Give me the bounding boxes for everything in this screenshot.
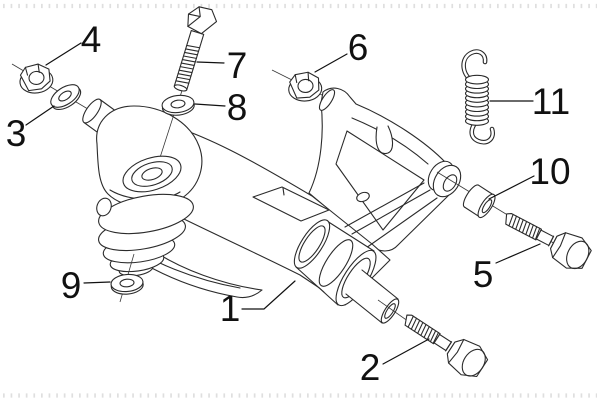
washer-9 [109, 272, 145, 297]
bracket-tab [252, 186, 330, 222]
hex-bolt-7 [173, 6, 218, 92]
eyelet-boss [427, 160, 462, 198]
swing-arm-assembly [82, 87, 561, 339]
leader-line-5 [495, 243, 541, 264]
mount-disc-stack [98, 193, 194, 277]
washer-3 [46, 79, 86, 115]
part-label-9: 9 [61, 265, 82, 306]
flange-nut-6 [287, 70, 324, 103]
frame-finger [375, 125, 394, 155]
extension-spring-11 [461, 49, 495, 145]
mount-bell [96, 105, 203, 208]
inner-tube [345, 269, 400, 324]
part-label-10: 10 [529, 151, 570, 192]
silentblock-bushing [293, 219, 377, 307]
leader-line-6 [314, 53, 348, 73]
mount-side-lug [96, 197, 112, 217]
part-label-7: 7 [227, 45, 248, 86]
leader-line-7 [196, 61, 225, 64]
part-label-4: 4 [81, 19, 102, 60]
engine-mount-damper [96, 105, 203, 277]
upper-stub-cap [318, 89, 336, 111]
spring-coils [464, 74, 490, 126]
leader-line-8 [194, 103, 226, 107]
part-label-2: 2 [360, 347, 381, 388]
part-label-6: 6 [348, 27, 369, 68]
part-label-8: 8 [227, 87, 248, 128]
strut-edges [344, 182, 438, 249]
leader-lines [25, 42, 541, 365]
washer-8 [160, 93, 196, 118]
part-labels: 1 2 3 4 5 6 7 8 9 10 11 [6, 19, 571, 388]
frame-neck-edge [351, 117, 429, 165]
arm-hole [356, 191, 370, 203]
flange-nut-4 [17, 61, 55, 96]
hex-bolt-5 [496, 201, 596, 276]
spacer-bushing-10 [462, 184, 496, 219]
leader-line-1 [241, 280, 296, 310]
part-label-1: 1 [220, 288, 241, 329]
leader-line-4 [45, 42, 82, 66]
mount-bearing [122, 155, 182, 193]
leader-line-3 [25, 105, 55, 126]
part-label-3: 3 [6, 113, 27, 154]
leader-line-10 [488, 175, 535, 200]
part-label-5: 5 [473, 254, 494, 295]
leader-line-2 [382, 338, 430, 365]
part-label-11: 11 [532, 81, 570, 122]
hex-bolt-2 [395, 303, 492, 383]
leader-line-9 [83, 281, 111, 284]
